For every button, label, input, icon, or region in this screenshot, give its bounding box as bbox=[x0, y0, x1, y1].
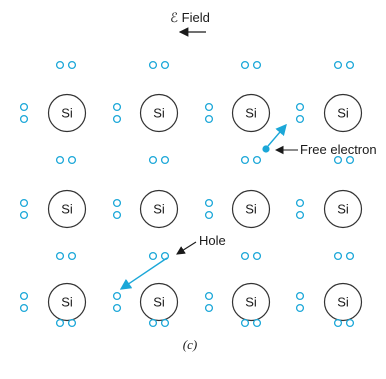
bonding-electron bbox=[295, 198, 305, 208]
bonding-electron bbox=[67, 251, 77, 261]
bonding-electron bbox=[345, 318, 355, 328]
field-label: ℰ Field bbox=[170, 10, 210, 25]
bonding-electron bbox=[252, 60, 262, 70]
si-atom bbox=[47, 93, 87, 133]
bonding-electron bbox=[252, 155, 262, 165]
si-atom-label: Si bbox=[245, 202, 257, 217]
bonding-electron bbox=[148, 60, 158, 70]
bonding-electron bbox=[160, 155, 170, 165]
si-atom bbox=[231, 93, 271, 133]
si-atom bbox=[47, 282, 87, 322]
si-atom bbox=[323, 93, 363, 133]
figure-caption: (c) bbox=[183, 337, 197, 352]
bonding-electron bbox=[112, 303, 122, 313]
bonding-electron bbox=[112, 210, 122, 220]
hole-pointer-arrow bbox=[176, 241, 197, 255]
bonding-electron bbox=[148, 155, 158, 165]
bonding-electron bbox=[252, 251, 262, 261]
free-electron-motion-arrow bbox=[267, 123, 287, 147]
bonding-electron bbox=[240, 155, 250, 165]
si-atom-label: Si bbox=[153, 106, 165, 121]
si-atom-label: Si bbox=[337, 106, 349, 121]
bonding-electron bbox=[19, 210, 29, 220]
bonding-electron bbox=[112, 102, 122, 112]
si-atom-label: Si bbox=[337, 295, 349, 310]
bonding-electron bbox=[204, 291, 214, 301]
si-atom bbox=[139, 93, 179, 133]
bonding-electron bbox=[252, 318, 262, 328]
bonding-electron bbox=[204, 102, 214, 112]
bonding-electron bbox=[55, 251, 65, 261]
bonding-electron bbox=[204, 210, 214, 220]
hole-motion-arrow bbox=[119, 257, 168, 290]
si-atom-label: Si bbox=[61, 202, 73, 217]
si-atom-label: Si bbox=[61, 295, 73, 310]
bonding-electron bbox=[204, 198, 214, 208]
si-atom-label: Si bbox=[153, 295, 165, 310]
si-atom-label: Si bbox=[245, 106, 257, 121]
bonding-electron bbox=[160, 318, 170, 328]
si-atom bbox=[323, 189, 363, 229]
hole-label: Hole bbox=[199, 233, 226, 248]
bonding-electron bbox=[160, 60, 170, 70]
bonding-electron bbox=[160, 251, 170, 261]
bonding-electron bbox=[295, 303, 305, 313]
si-atom bbox=[139, 282, 179, 322]
si-atom-label: Si bbox=[153, 202, 165, 217]
bonding-electron bbox=[345, 155, 355, 165]
si-atom bbox=[231, 189, 271, 229]
bonding-electron bbox=[204, 303, 214, 313]
bonding-electron bbox=[295, 102, 305, 112]
si-atom-label: Si bbox=[245, 295, 257, 310]
bonding-electron bbox=[345, 60, 355, 70]
bonding-electron bbox=[204, 114, 214, 124]
bonding-electron bbox=[148, 318, 158, 328]
bonding-electron bbox=[67, 318, 77, 328]
bonding-electron bbox=[345, 251, 355, 261]
si-atom bbox=[47, 189, 87, 229]
bonding-electron bbox=[333, 60, 343, 70]
bonding-electron bbox=[19, 303, 29, 313]
free-electron-label: Free electron bbox=[300, 142, 377, 157]
bonding-electron bbox=[333, 318, 343, 328]
bonding-electron bbox=[112, 198, 122, 208]
bonding-electron bbox=[333, 155, 343, 165]
si-atom bbox=[323, 282, 363, 322]
bonding-electron bbox=[333, 251, 343, 261]
bonding-electron bbox=[19, 198, 29, 208]
si-atom-label: Si bbox=[61, 106, 73, 121]
bonding-electron bbox=[55, 155, 65, 165]
bonding-electron bbox=[240, 318, 250, 328]
si-atom bbox=[139, 189, 179, 229]
bonding-electron bbox=[295, 114, 305, 124]
bonding-electron bbox=[240, 60, 250, 70]
bonding-electron bbox=[55, 318, 65, 328]
bonding-electron bbox=[67, 60, 77, 70]
si-atom-label: Si bbox=[337, 202, 349, 217]
bonding-electron bbox=[295, 291, 305, 301]
bonding-electron bbox=[295, 210, 305, 220]
si-atom bbox=[231, 282, 271, 322]
bonding-electron bbox=[148, 251, 158, 261]
bonding-electron bbox=[112, 114, 122, 124]
bonding-electron bbox=[19, 102, 29, 112]
bonding-electron bbox=[19, 291, 29, 301]
bonding-electron bbox=[112, 291, 122, 301]
bonding-electron bbox=[240, 251, 250, 261]
bonding-electron bbox=[67, 155, 77, 165]
free-electron-dot bbox=[262, 145, 270, 153]
bonding-electron bbox=[19, 114, 29, 124]
bonding-electron bbox=[55, 60, 65, 70]
